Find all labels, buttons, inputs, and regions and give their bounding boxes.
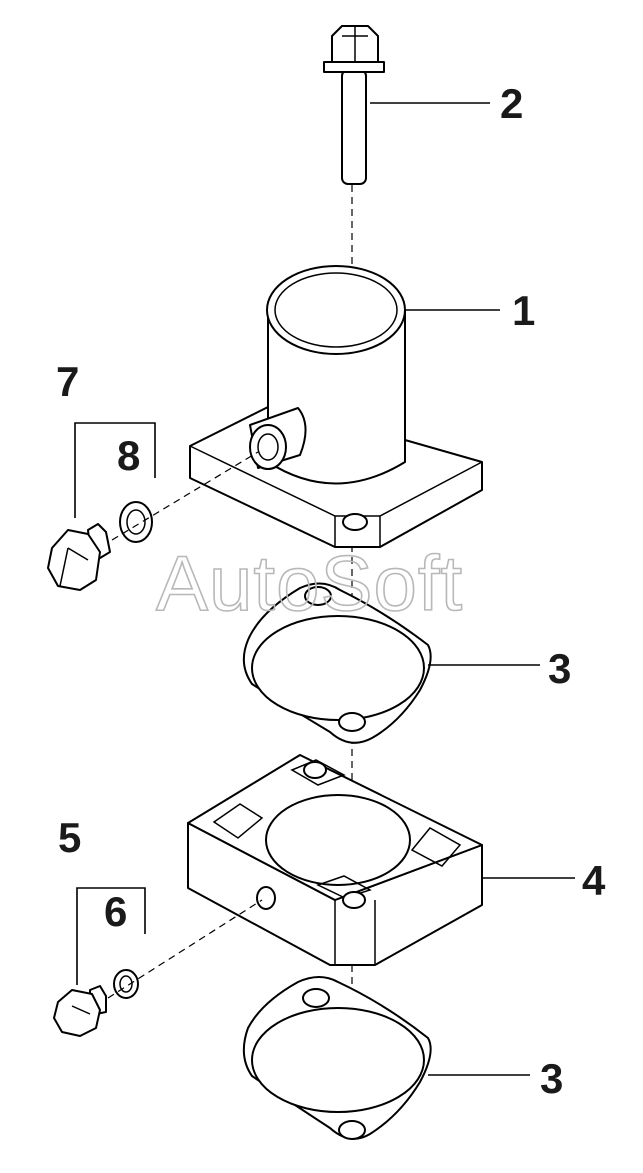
bracket-5-6: [76, 887, 146, 985]
part-gasket-upper: [242, 582, 432, 744]
part-housing: [189, 265, 483, 548]
callout-7: 7: [56, 358, 79, 405]
callout-8: 8: [117, 432, 140, 479]
callout-2: 2: [500, 80, 523, 127]
part-bolt: [323, 25, 385, 185]
watermark: AutoSoft: [156, 539, 463, 627]
axis-plug-upper: [111, 451, 259, 541]
callout-6: 6: [104, 888, 127, 935]
callout-4: 4: [582, 857, 606, 904]
part-spacer-block: [187, 754, 483, 966]
part-plug-lower: [53, 985, 107, 1037]
axis-plug-lower: [107, 899, 263, 999]
part-washer-lower: [113, 969, 139, 999]
part-washer-upper: [119, 501, 153, 543]
callout-1: 1: [512, 287, 535, 334]
part-plug-upper: [47, 523, 111, 591]
callout-3-upper: 3: [548, 645, 571, 692]
part-gasket-lower: [242, 976, 432, 1140]
callout-5: 5: [58, 814, 81, 861]
callout-3-lower: 3: [540, 1055, 563, 1102]
bracket-7-8: [74, 422, 156, 518]
